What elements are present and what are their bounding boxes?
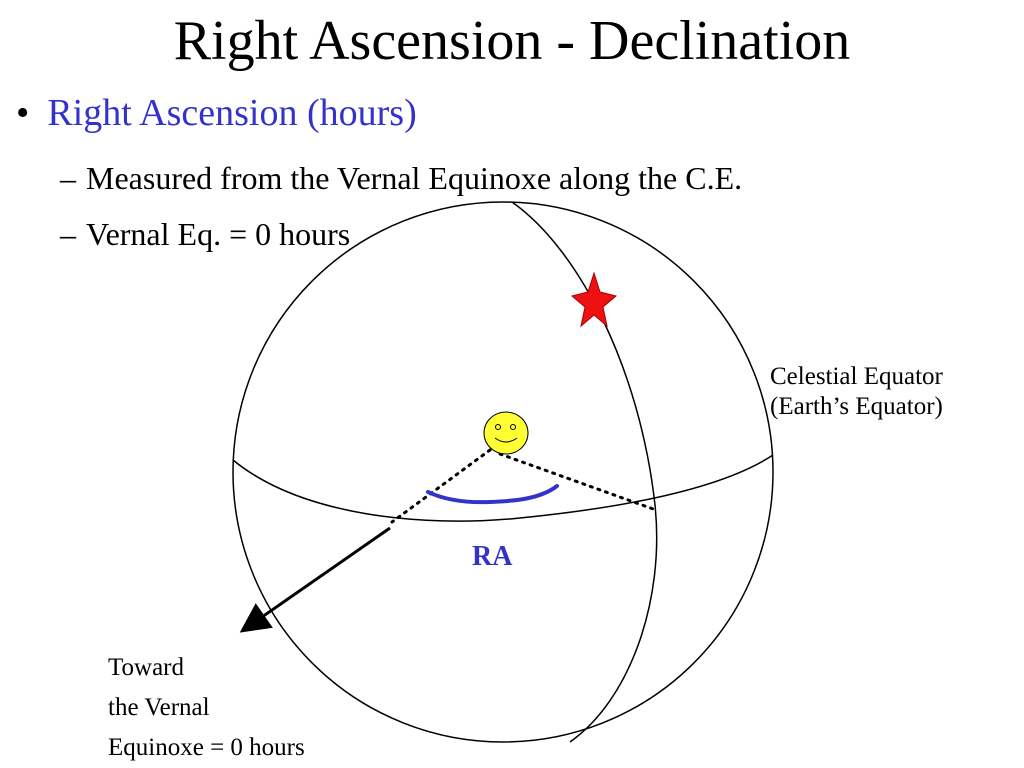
smiley-face-icon	[483, 411, 529, 455]
sub-bullet-text: Measured from the Vernal Equinoxe along …	[86, 160, 743, 196]
hour-circle-line	[511, 201, 658, 743]
vernal-equinox-arrow	[239, 526, 391, 633]
toward-vernal-label: Toward the Vernal Equinoxe = 0 hours	[108, 648, 305, 768]
toward-label-line2: the Vernal	[108, 694, 210, 721]
ra-arc	[426, 484, 559, 505]
celestial-equator-label-line1: Celestial Equator	[770, 363, 943, 390]
toward-label-line3: Equinoxe = 0 hours	[108, 734, 305, 761]
dotted-line-star	[498, 452, 658, 512]
celestial-sphere	[232, 201, 774, 743]
ra-label: RA	[472, 541, 513, 572]
bullet-marker: •	[16, 92, 30, 134]
toward-label-line1: Toward	[108, 654, 185, 681]
sub-bullet-marker: –	[60, 160, 76, 196]
celestial-equator-label: Celestial Equator (Earth’s Equator)	[770, 362, 943, 422]
sub-bullet-vernal: –Vernal Eq. = 0 hours	[60, 214, 350, 254]
sub-bullet-marker: –	[60, 216, 76, 252]
celestial-equator-label-line2: (Earth’s Equator)	[770, 393, 943, 420]
bullet-text: Right Ascension (hours)	[47, 92, 417, 134]
celestial-equator-line	[232, 454, 774, 522]
sub-bullet-measured: –Measured from the Vernal Equinoxe along…	[60, 158, 742, 198]
slide-title: Right Ascension - Declination	[173, 10, 851, 72]
star-icon	[570, 271, 618, 328]
bullet-right-ascension: • Right Ascension (hours)	[16, 90, 417, 136]
sub-bullet-text: Vernal Eq. = 0 hours	[86, 216, 351, 252]
dotted-line-vernal	[390, 448, 492, 524]
